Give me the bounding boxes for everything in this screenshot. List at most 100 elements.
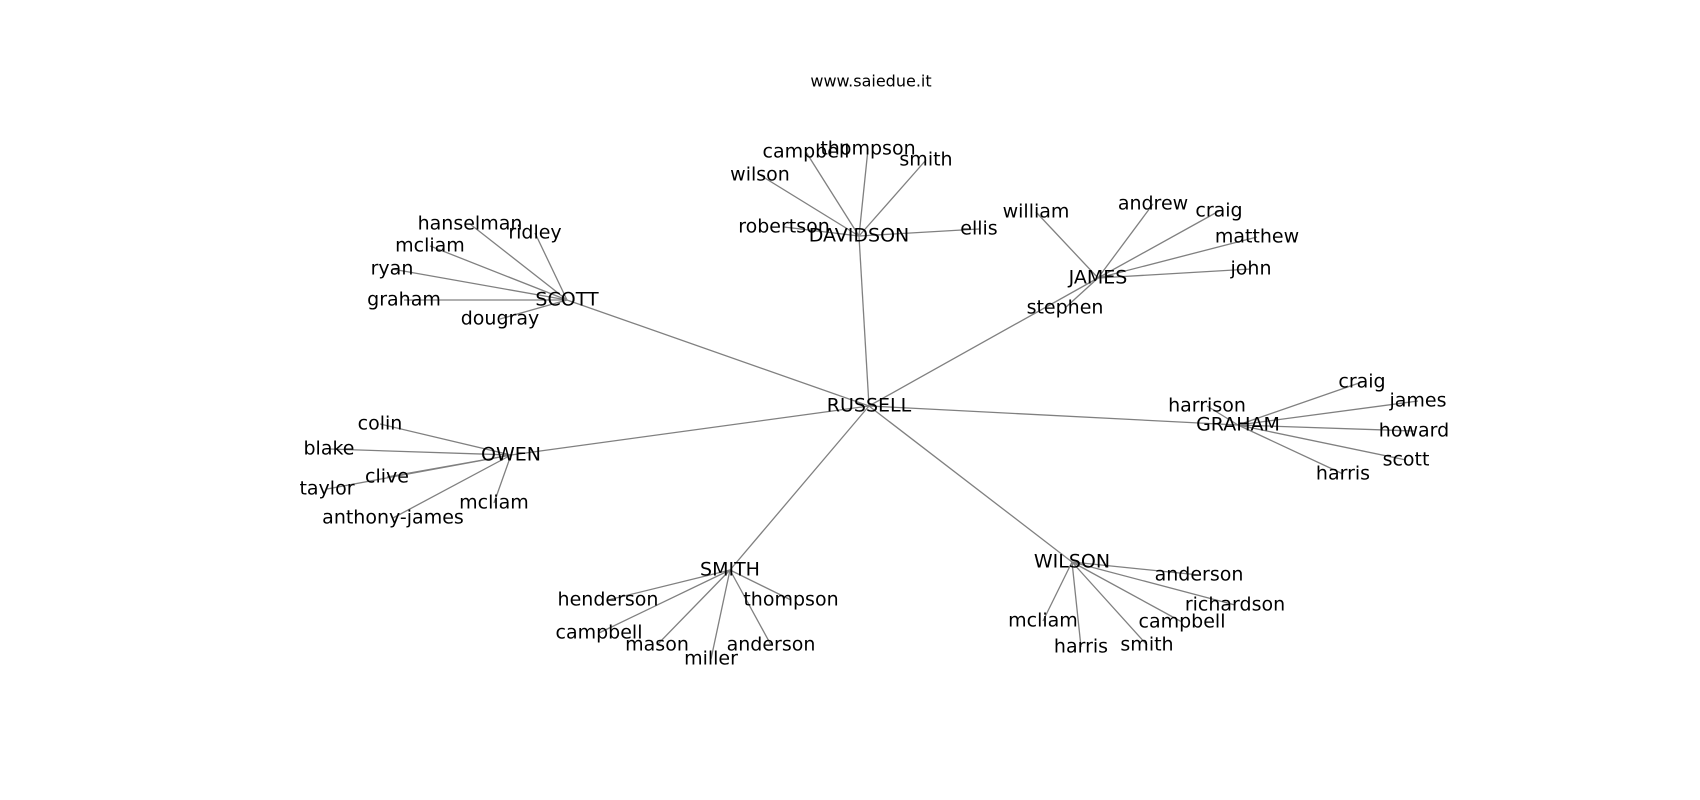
edge-scott-hanselman bbox=[469, 223, 568, 301]
node-leaf-scott-dougray: dougray bbox=[461, 308, 540, 330]
node-group-smith: SMITH bbox=[700, 559, 760, 581]
node-leaf-davidson-robertson: robertson bbox=[738, 216, 830, 238]
edge-james-john bbox=[1097, 268, 1252, 279]
node-group-james: JAMES bbox=[1068, 267, 1128, 289]
node-root-russell: RUSSELL bbox=[827, 395, 912, 417]
node-leaf-wilson-smith: smith bbox=[1120, 634, 1173, 656]
node-leaf-davidson-wilson: wilson bbox=[730, 164, 790, 186]
edge-davidson-smith bbox=[858, 159, 927, 237]
edge-smith-mason bbox=[656, 569, 731, 646]
edge-davidson-wilson bbox=[759, 174, 860, 237]
node-leaf-scott-mcliam: mcliam bbox=[395, 235, 465, 257]
node-leaf-wilson-richardson: richardson bbox=[1185, 594, 1285, 616]
label-layer: RUSSELLDAVIDSONcampbellthompsonsmithwils… bbox=[299, 138, 1449, 670]
node-leaf-graham-craig: craig bbox=[1338, 371, 1385, 393]
node-leaf-james-john: john bbox=[1230, 258, 1272, 280]
node-group-wilson: WILSON bbox=[1034, 551, 1110, 573]
edge-layer bbox=[326, 148, 1419, 660]
edge-root-wilson bbox=[868, 405, 1073, 563]
node-leaf-davidson-campbell: campbell bbox=[763, 141, 850, 163]
node-leaf-graham-harris: harris bbox=[1316, 463, 1370, 485]
edge-james-craig bbox=[1097, 210, 1220, 279]
edge-wilson-anderson bbox=[1071, 561, 1200, 576]
edge-smith-thompson bbox=[729, 569, 792, 601]
edge-root-smith bbox=[729, 405, 870, 571]
edge-smith-anderson bbox=[729, 569, 772, 646]
edge-graham-harrison bbox=[1206, 405, 1239, 426]
node-group-davidson: DAVIDSON bbox=[809, 225, 910, 247]
node-group-owen: OWEN bbox=[481, 444, 541, 466]
node-leaf-owen-anthony-james: anthony-james bbox=[322, 507, 464, 529]
edge-james-william bbox=[1035, 211, 1099, 279]
edge-wilson-smith bbox=[1071, 561, 1148, 646]
edge-root-davidson bbox=[858, 235, 870, 407]
node-leaf-wilson-anderson: anderson bbox=[1155, 564, 1244, 586]
node-leaf-scott-graham: graham bbox=[367, 289, 441, 311]
node-leaf-owen-colin: colin bbox=[358, 413, 403, 435]
node-group-scott: SCOTT bbox=[535, 289, 599, 311]
node-leaf-james-matthew: matthew bbox=[1215, 226, 1299, 248]
edge-root-scott bbox=[566, 299, 870, 407]
edge-owen-blake bbox=[328, 448, 512, 456]
edge-root-owen bbox=[510, 405, 870, 456]
edge-owen-anthony-james bbox=[392, 454, 512, 519]
node-leaf-graham-harrison: harrison bbox=[1168, 395, 1246, 417]
edge-smith-miller bbox=[710, 569, 731, 660]
node-leaf-james-andrew: andrew bbox=[1118, 193, 1188, 215]
node-leaf-james-craig: craig bbox=[1195, 200, 1242, 222]
edge-owen-mcliam bbox=[493, 454, 512, 504]
edge-wilson-mcliam bbox=[1042, 561, 1073, 622]
node-leaf-smith-mason: mason bbox=[625, 634, 689, 656]
edge-root-graham bbox=[868, 405, 1239, 426]
edge-graham-scott bbox=[1237, 424, 1407, 461]
edge-wilson-harris bbox=[1071, 561, 1082, 648]
edge-graham-craig bbox=[1237, 381, 1363, 426]
node-leaf-davidson-thompson: thompson bbox=[820, 138, 915, 160]
edge-smith-campbell bbox=[598, 569, 731, 634]
edge-graham-harris bbox=[1237, 424, 1344, 475]
node-leaf-wilson-campbell: campbell bbox=[1139, 611, 1226, 633]
node-leaf-smith-miller: miller bbox=[684, 648, 738, 670]
edge-root-james bbox=[868, 277, 1099, 407]
node-group-graham: GRAHAM bbox=[1196, 414, 1280, 436]
edge-james-stephen bbox=[1064, 277, 1099, 309]
edge-scott-dougray bbox=[499, 299, 568, 320]
edge-scott-ridley bbox=[534, 232, 568, 301]
node-leaf-graham-scott: scott bbox=[1383, 449, 1430, 471]
node-leaf-owen-taylor: taylor bbox=[299, 478, 354, 500]
node-leaf-smith-anderson: anderson bbox=[727, 634, 816, 656]
node-leaf-owen-mcliam: mcliam bbox=[459, 492, 529, 514]
node-leaf-smith-henderson: henderson bbox=[558, 589, 659, 611]
node-leaf-smith-thompson: thompson bbox=[743, 589, 838, 611]
edge-graham-howard bbox=[1237, 424, 1415, 432]
node-leaf-james-stephen: stephen bbox=[1027, 297, 1104, 319]
node-leaf-james-william: william bbox=[1003, 201, 1070, 223]
edge-owen-colin bbox=[379, 423, 512, 456]
node-leaf-owen-clive: clive bbox=[365, 466, 409, 488]
node-leaf-graham-james: james bbox=[1388, 390, 1446, 412]
edge-davidson-thompson bbox=[858, 148, 869, 237]
edge-davidson-robertson bbox=[783, 226, 860, 237]
node-leaf-scott-ryan: ryan bbox=[371, 258, 414, 280]
node-leaf-wilson-mcliam: mcliam bbox=[1008, 610, 1078, 632]
edge-graham-james bbox=[1237, 400, 1419, 426]
node-leaf-owen-blake: blake bbox=[304, 438, 355, 460]
edge-wilson-richardson bbox=[1071, 561, 1236, 606]
node-leaf-graham-howard: howard bbox=[1379, 420, 1449, 442]
edge-james-matthew bbox=[1097, 236, 1258, 279]
edge-scott-ryan bbox=[391, 268, 568, 301]
edge-james-andrew bbox=[1097, 203, 1154, 279]
edge-wilson-campbell bbox=[1071, 561, 1183, 623]
diagram-title: www.saiedue.it bbox=[810, 72, 931, 91]
node-leaf-smith-campbell: campbell bbox=[556, 622, 643, 644]
node-leaf-davidson-ellis: ellis bbox=[960, 218, 997, 240]
node-leaf-davidson-smith: smith bbox=[899, 149, 952, 171]
edge-owen-taylor bbox=[326, 454, 512, 490]
node-leaf-wilson-harris: harris bbox=[1054, 636, 1108, 658]
node-leaf-scott-ridley: ridley bbox=[508, 222, 561, 244]
edge-scott-mcliam bbox=[429, 245, 568, 301]
edge-davidson-campbell bbox=[805, 151, 860, 237]
node-leaf-scott-hanselman: hanselman bbox=[418, 213, 523, 235]
edge-smith-henderson bbox=[607, 569, 731, 601]
